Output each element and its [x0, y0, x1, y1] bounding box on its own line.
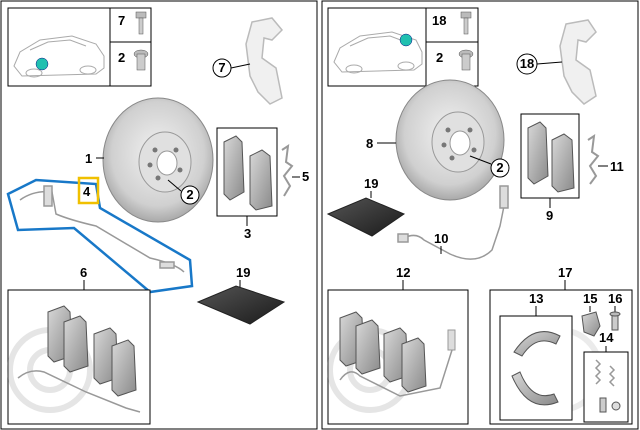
callout-caliper-carrier: 7: [218, 60, 225, 75]
adjuster-part: [581, 311, 601, 337]
highlight-marker: [77, 176, 100, 205]
callout-wear-sensor: 10: [434, 231, 448, 246]
callout-circle-caliper: [516, 53, 538, 75]
bolt-icon: [135, 11, 147, 35]
location-dot-icon: [35, 57, 49, 71]
wear-sensor-highlight: 4: [6, 176, 194, 294]
caliper-carrier: [559, 19, 597, 105]
callout-pad-set: 3: [244, 226, 251, 241]
bolt-icon: [460, 11, 472, 35]
callout-spring: 5: [302, 169, 309, 184]
left-location-box: 7 2: [7, 7, 152, 87]
callout-repair-kit: 6: [80, 265, 87, 280]
repair-kit-box: [7, 289, 151, 425]
callout-brake-shoes: 13: [529, 291, 543, 306]
grease-packet: [196, 285, 286, 325]
callout-pin: 16: [608, 291, 622, 306]
brake-disc: [395, 79, 505, 201]
callout-spring: 11: [610, 159, 624, 174]
right-panel: 18 2 18 8: [321, 0, 639, 430]
pad-spring: [281, 143, 294, 197]
left-box-item-number-2: 2: [118, 50, 125, 65]
callout-circle-disc-screw: [490, 158, 510, 178]
callout-grease: 19: [236, 265, 250, 280]
left-panel: 7 2 7: [0, 0, 318, 430]
wear-sensor: [397, 185, 509, 260]
left-box-item-number-1: 7: [118, 13, 125, 28]
callout-disc: 1: [85, 151, 92, 166]
pad-spring: [587, 133, 600, 185]
caliper-carrier: [245, 17, 284, 105]
repair-kit-box: [327, 289, 469, 425]
screw-icon: [133, 49, 149, 71]
pad-set-box: [520, 113, 580, 199]
callout-disc-screw: 2: [186, 187, 193, 202]
pad-set-box: [216, 127, 278, 217]
grease-packet: [326, 197, 406, 237]
callout-pad-set: 9: [546, 208, 553, 223]
spring-kit-box: [583, 351, 629, 423]
right-box-item-number-1: 18: [432, 13, 446, 28]
brake-shoes-box: [499, 315, 573, 421]
right-box-item-number-2: 2: [436, 50, 443, 65]
callout-grease: 19: [364, 176, 378, 191]
car-outline-icon: [13, 35, 105, 78]
callout-spring-kit: 14: [599, 330, 614, 345]
pin-part: [609, 311, 621, 331]
callout-repair-kit: 12: [396, 265, 410, 280]
callout-parking-brake-kit: 17: [558, 265, 572, 280]
car-outline-icon: [333, 31, 423, 74]
callout-disc: 8: [366, 136, 373, 151]
callout-wear-sensor: 4: [83, 184, 91, 199]
callout-circle-disc-screw: [180, 185, 200, 205]
right-location-box: 18 2: [327, 7, 479, 87]
brake-disc: [102, 97, 214, 223]
callout-adjuster: 15: [583, 291, 597, 306]
location-dot-icon: [399, 33, 413, 47]
screw-icon: [458, 49, 474, 71]
callout-caliper-carrier: 18: [520, 56, 534, 71]
callout-disc-screw: 2: [496, 160, 503, 175]
